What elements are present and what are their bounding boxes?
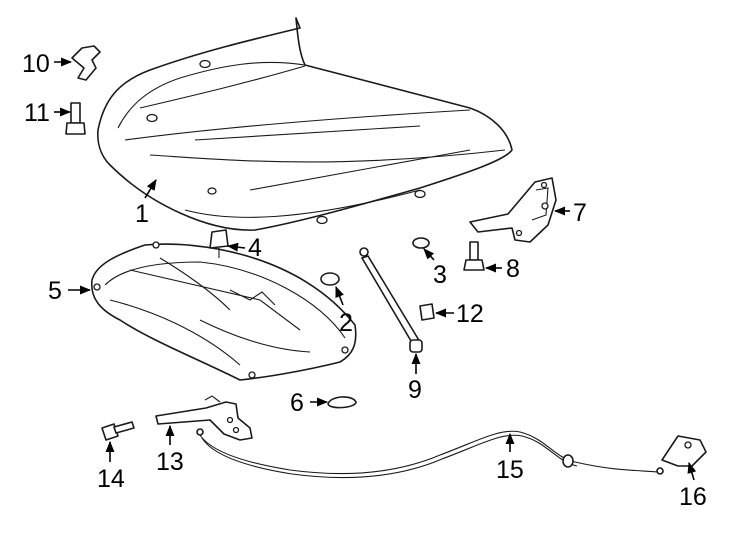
callout-6: 6 bbox=[290, 389, 304, 417]
hood-plug-2[interactable] bbox=[320, 272, 340, 286]
callout-2: 2 bbox=[339, 309, 353, 337]
hood-plug-3[interactable] bbox=[412, 237, 430, 249]
hood-insulator[interactable] bbox=[91, 241, 357, 381]
callout-13: 13 bbox=[156, 448, 184, 476]
callout-3: 3 bbox=[433, 261, 447, 289]
latch-bolt[interactable] bbox=[101, 421, 135, 441]
bolt-11[interactable] bbox=[65, 102, 86, 135]
callout-arrow-4 bbox=[226, 242, 246, 252]
callout-11: 11 bbox=[24, 99, 50, 127]
callout-9: 9 bbox=[408, 376, 422, 404]
callout-12: 12 bbox=[456, 300, 484, 328]
callout-arrow-2 bbox=[335, 285, 344, 306]
release-cable[interactable] bbox=[196, 428, 664, 479]
bracket-10[interactable] bbox=[71, 45, 101, 81]
callout-arrow-16 bbox=[687, 461, 697, 481]
callout-5: 5 bbox=[48, 277, 62, 305]
hood-hinge[interactable] bbox=[469, 177, 557, 243]
release-handle[interactable] bbox=[661, 435, 707, 467]
grommet-6[interactable] bbox=[327, 396, 357, 409]
callout-1: 1 bbox=[135, 200, 149, 228]
hood-panel[interactable] bbox=[97, 17, 513, 231]
callout-10: 10 bbox=[22, 50, 50, 78]
callout-7: 7 bbox=[573, 199, 587, 227]
callout-16: 16 bbox=[679, 483, 707, 511]
callout-4: 4 bbox=[248, 234, 262, 262]
retainer-clip[interactable] bbox=[419, 303, 435, 321]
callout-arrow-3 bbox=[423, 248, 435, 261]
callout-8: 8 bbox=[506, 255, 520, 283]
hinge-bolt[interactable] bbox=[463, 241, 485, 271]
hood-support-rod[interactable] bbox=[359, 247, 423, 353]
callout-14: 14 bbox=[97, 465, 125, 493]
hood-latch[interactable] bbox=[155, 395, 253, 441]
callout-15: 15 bbox=[496, 456, 524, 484]
callout-arrow-1 bbox=[144, 179, 157, 199]
